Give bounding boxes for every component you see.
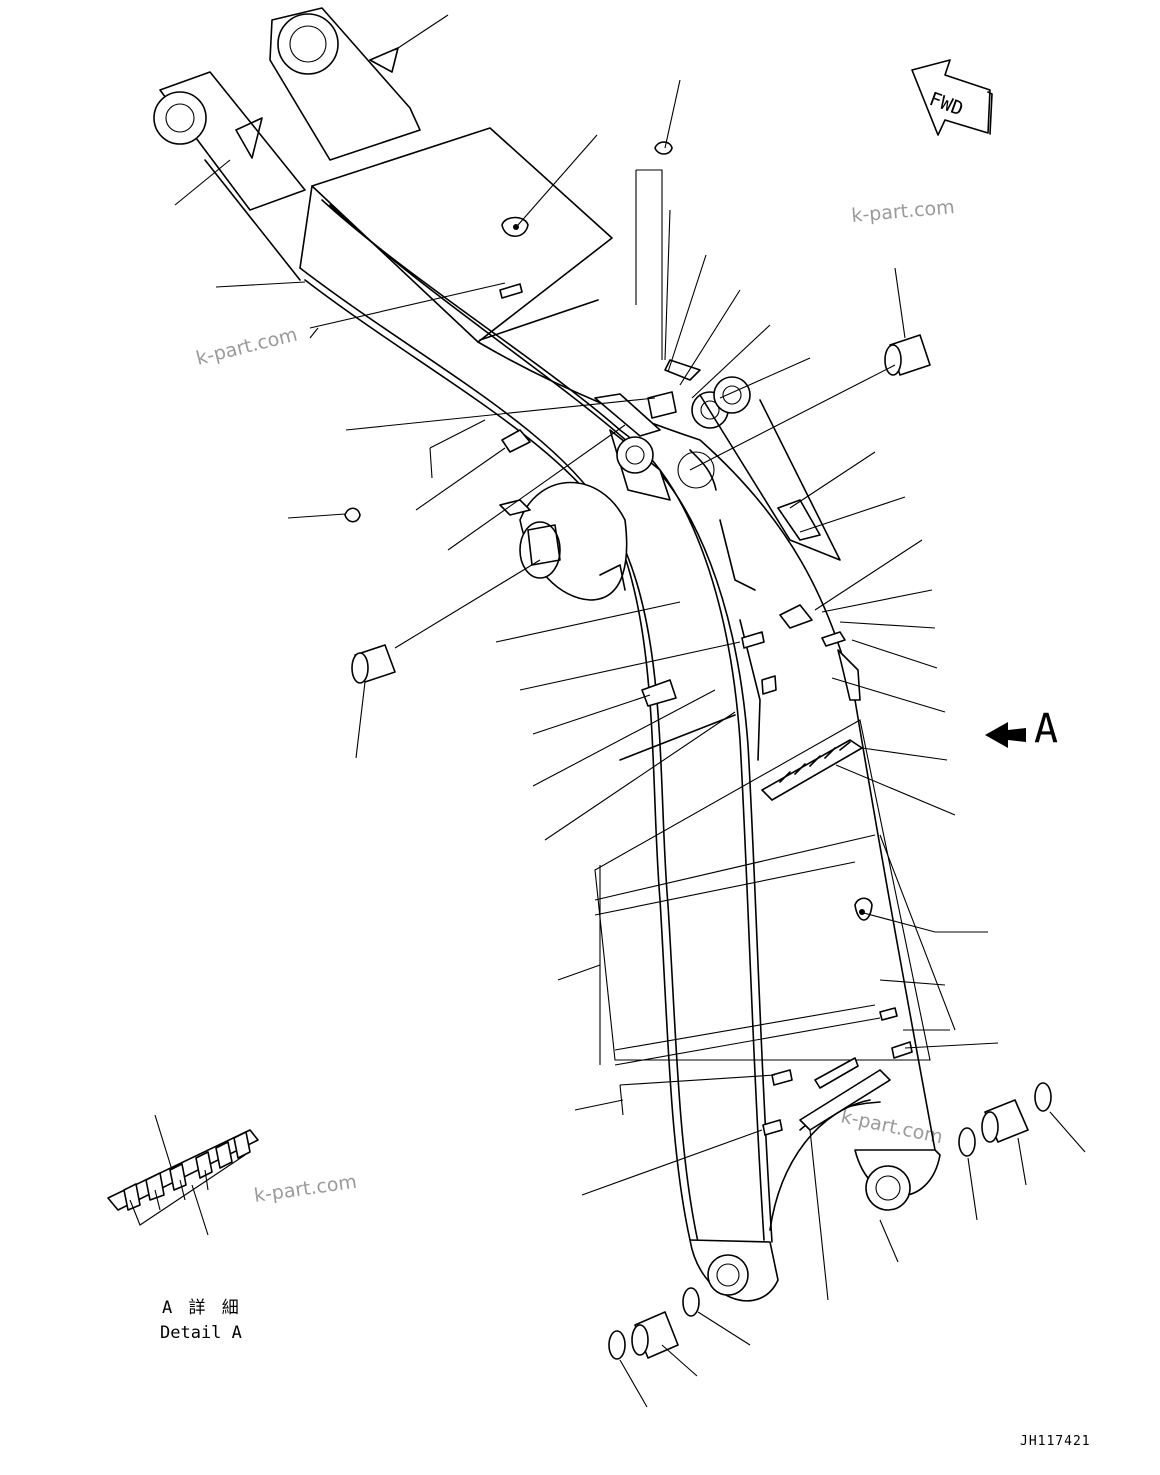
arm-body bbox=[299, 127, 941, 1302]
small-parts bbox=[344, 141, 913, 1136]
view-a-marker: A bbox=[985, 706, 1058, 752]
watermark-text: k-part.com bbox=[839, 1105, 945, 1148]
watermark-layer: k-part.com k-part.com k-part.com k-part.… bbox=[194, 196, 956, 1207]
dome-cover bbox=[519, 481, 628, 601]
watermark-text: k-part.com bbox=[851, 196, 956, 227]
clip-bar bbox=[761, 739, 891, 1131]
watermark-text: k-part.com bbox=[194, 323, 300, 369]
detail-caption-jp: A 詳 細 bbox=[162, 1298, 242, 1318]
fwd-direction-arrow: FWD bbox=[911, 59, 993, 136]
bushings bbox=[351, 334, 1052, 1360]
watermark-text: k-part.com bbox=[253, 1171, 359, 1207]
detail-a-inset: A 詳 細 Detail A bbox=[107, 1114, 259, 1343]
drawing-number: JH117421 bbox=[1020, 1434, 1091, 1449]
detail-caption-en: Detail A bbox=[160, 1323, 242, 1343]
leader-lines bbox=[174, 14, 1086, 1408]
view-arrow-icon bbox=[985, 722, 1026, 748]
view-a-label: A bbox=[1034, 706, 1058, 752]
boom-top-end bbox=[153, 7, 421, 281]
arm-middle-brackets bbox=[594, 359, 841, 761]
